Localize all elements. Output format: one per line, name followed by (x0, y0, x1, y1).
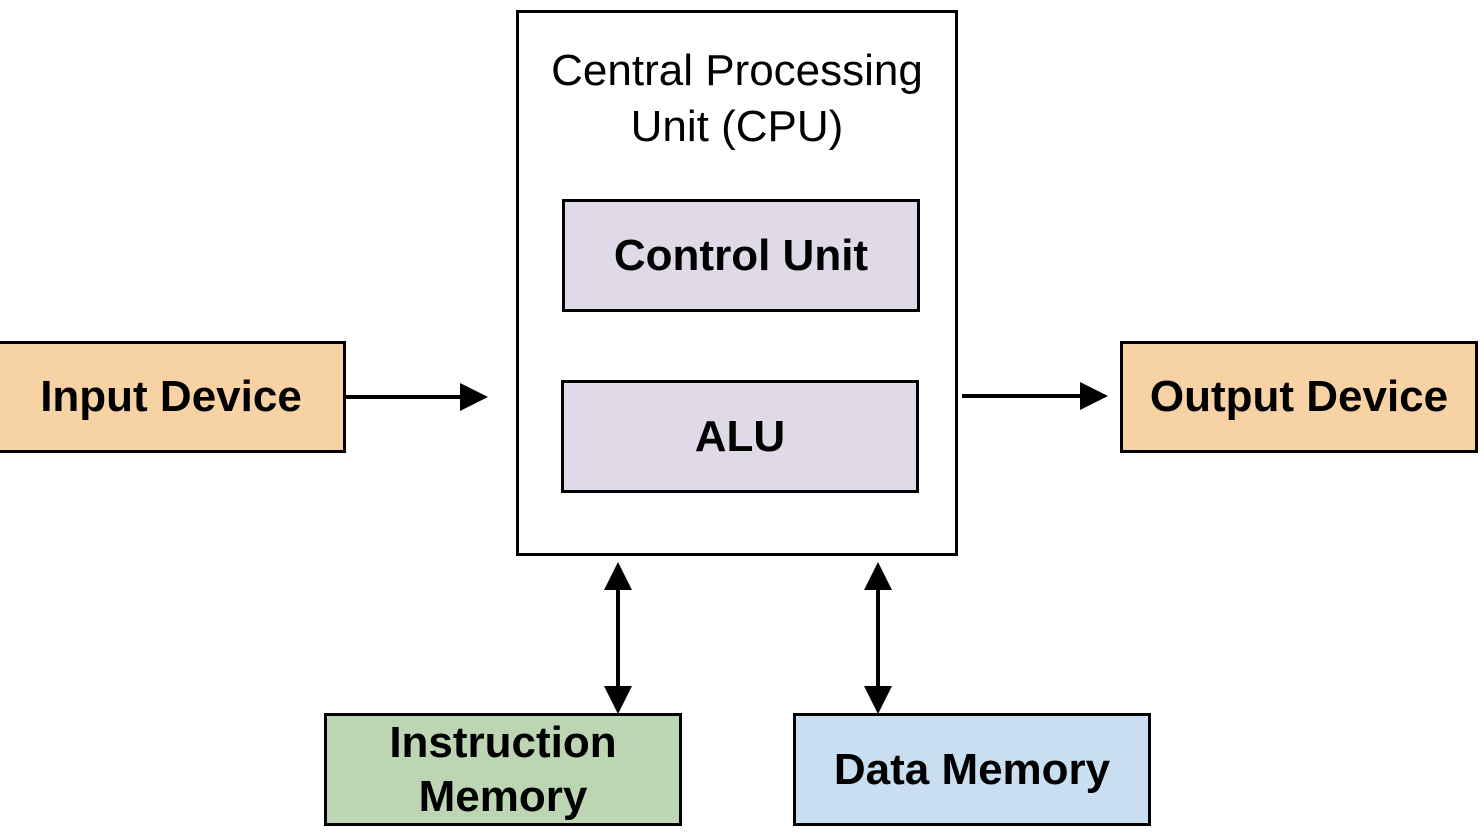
control-unit-label: Control Unit (613, 230, 869, 280)
input-device-label: Input Device (40, 372, 302, 421)
output-device-box: Output Device (1120, 341, 1478, 453)
cpu-data-memory-arrow (864, 562, 892, 714)
alu-label: ALU (694, 411, 786, 461)
cpu-instruction-memory-arrow (604, 562, 632, 714)
input-device-box: Input Device (0, 341, 346, 453)
alu-box: ALU (561, 380, 919, 493)
input-to-cpu-arrow (346, 383, 488, 411)
instruction-memory-label-line1: Instruction (389, 717, 617, 767)
instruction-memory-box: Instruction Memory (324, 713, 682, 826)
output-device-label: Output Device (1149, 372, 1449, 421)
data-memory-box: Data Memory (793, 713, 1151, 826)
cpu-to-output-arrow (962, 382, 1108, 410)
cpu-title: Central Processing Unit (CPU) (519, 43, 955, 155)
cpu-title-line1: Central Processing (551, 46, 923, 95)
control-unit-box: Control Unit (562, 199, 920, 312)
cpu-title-line2: Unit (CPU) (630, 102, 844, 151)
data-memory-label: Data Memory (833, 744, 1111, 794)
instruction-memory-label-line2: Memory (418, 771, 588, 821)
